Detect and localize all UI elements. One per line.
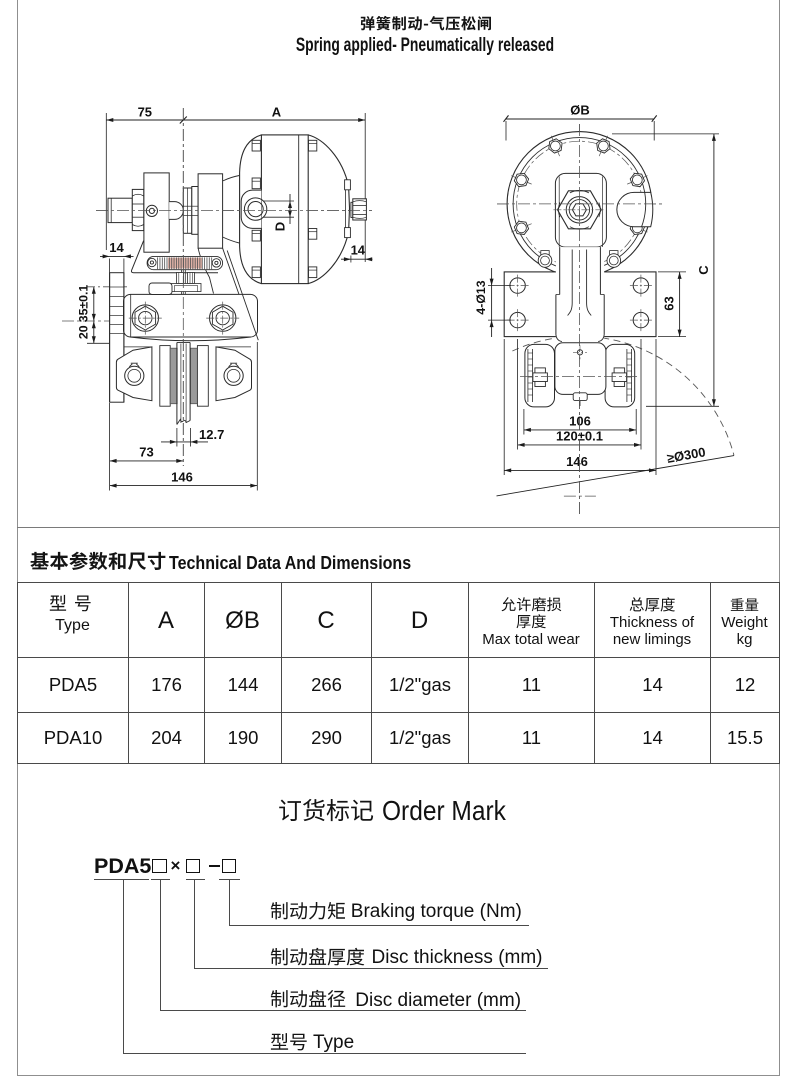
svg-text:C: C	[696, 265, 711, 275]
svg-text:120±0.1: 120±0.1	[556, 429, 603, 444]
svg-text:≥Ø300: ≥Ø300	[666, 444, 707, 466]
svg-text:4-Ø13: 4-Ø13	[474, 280, 488, 314]
svg-text:14: 14	[109, 240, 124, 255]
svg-text:20: 20	[77, 325, 91, 339]
svg-text:146: 146	[171, 469, 193, 484]
svg-text:D: D	[273, 222, 288, 231]
svg-text:14: 14	[351, 242, 366, 257]
svg-text:A: A	[272, 105, 282, 120]
svg-text:73: 73	[139, 445, 153, 460]
svg-text:12.7: 12.7	[199, 427, 224, 442]
svg-text:35±0.1: 35±0.1	[77, 285, 91, 323]
svg-text:ØB: ØB	[570, 103, 590, 118]
svg-text:106: 106	[569, 414, 591, 429]
svg-text:63: 63	[661, 296, 676, 310]
svg-text:75: 75	[138, 105, 152, 120]
svg-text:146: 146	[566, 454, 588, 469]
